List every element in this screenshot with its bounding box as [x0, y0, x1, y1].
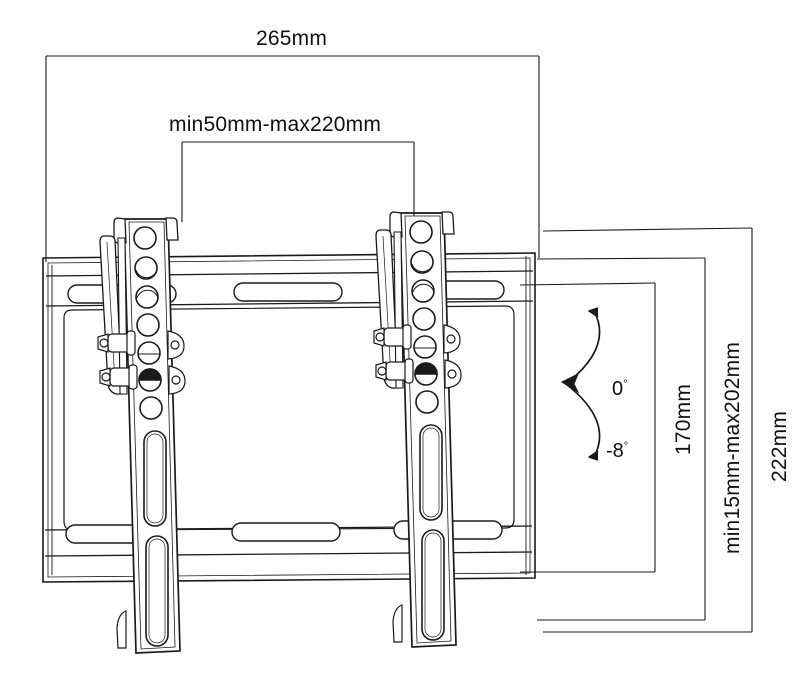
dim-label-overall-width: 265mm: [256, 27, 328, 50]
tilt-label-min-unit: °: [623, 440, 629, 453]
dim-label-mounting-height: min15mm-max202mm: [721, 341, 744, 554]
dim-label-plate-height: 170mm: [672, 383, 695, 455]
dimension-lines: [45, 55, 753, 633]
tilt-label-max-value: 0: [612, 378, 624, 400]
dim-label-overall-height: 222mm: [768, 410, 791, 482]
tilt-label-max-unit: °: [623, 378, 628, 391]
tilt-label-max: 0°: [612, 378, 628, 401]
tilt-label-min: -8°: [606, 440, 628, 463]
tilt-arrow-top: [560, 372, 580, 394]
dim-label-mounting-width: min50mm-max220mm: [169, 113, 382, 136]
tilt-label-min-value: -8: [606, 440, 624, 462]
